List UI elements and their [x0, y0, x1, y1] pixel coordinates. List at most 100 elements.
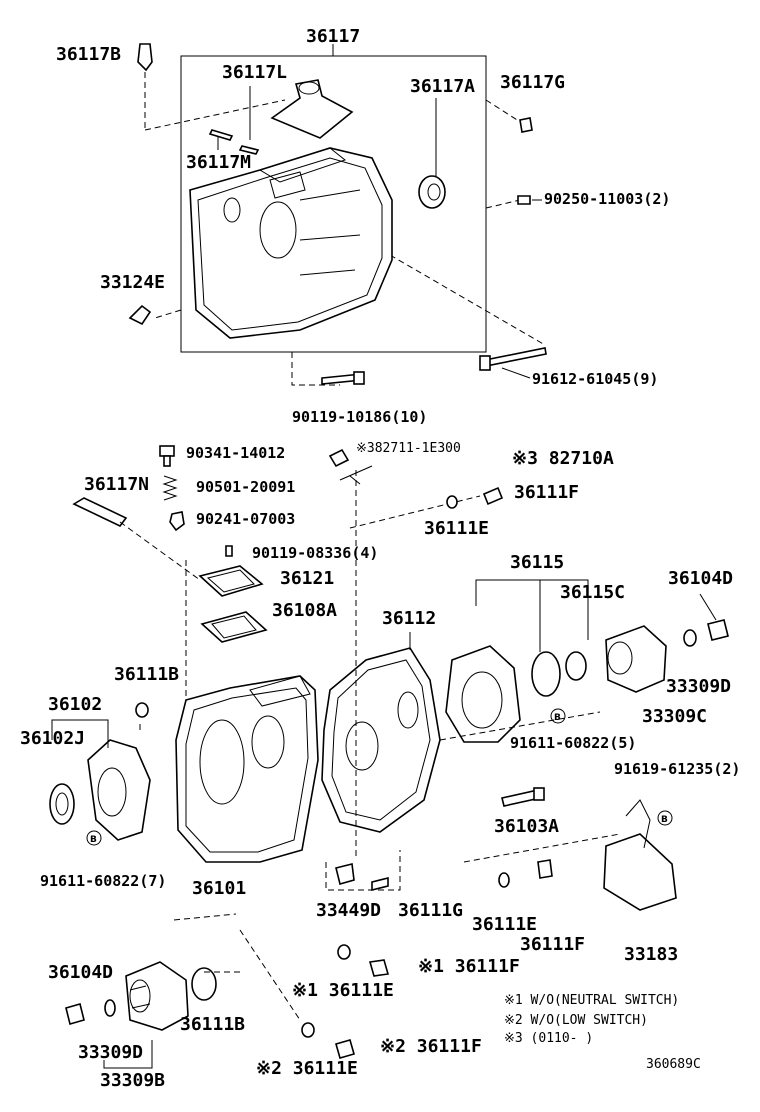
label-36117N: 36117N	[84, 474, 149, 495]
label-36111F-top: 36111F	[514, 482, 579, 503]
nut	[707, 619, 729, 641]
note-1: ※1 W/O(NEUTRAL SWITCH)	[504, 993, 679, 1008]
companion-flange	[605, 625, 667, 693]
label-36117M: 36117M	[186, 152, 251, 173]
label-36104D-right: 36104D	[668, 568, 733, 589]
note-2: ※2 W/O(LOW SWITCH)	[504, 1013, 648, 1028]
label-36117L: 36117L	[222, 62, 287, 83]
label-90241: 90241-07003	[196, 510, 295, 528]
bolt	[159, 445, 175, 457]
label-91611-right: 91611-60822(5)	[510, 734, 636, 752]
label-91619: 91619-61235(2)	[614, 760, 740, 778]
dowel-pin	[517, 195, 531, 205]
nut	[65, 1003, 85, 1025]
label-82711: ※382711-1E300	[356, 441, 461, 456]
label-36102: 36102	[48, 694, 102, 715]
label-91611-left: 91611-60822(7)	[40, 872, 166, 890]
label-36111F-mid: 36111F	[520, 934, 585, 955]
rear-cover	[445, 645, 521, 743]
label-90119-a: 90119-10186(10)	[292, 408, 427, 426]
label-82710A: ※3 82710A	[512, 448, 614, 469]
label-36111E-n1: ※1 36111E	[292, 980, 394, 1001]
pin	[208, 129, 234, 141]
badge-b: B	[550, 708, 566, 724]
screw	[225, 545, 233, 557]
gasket-ring	[135, 702, 149, 718]
transmission-case	[189, 147, 393, 339]
bearing	[565, 651, 587, 681]
gasket-ring	[498, 872, 510, 888]
label-33183: 33183	[624, 944, 678, 965]
label-36111E-n2: ※2 36111E	[256, 1058, 358, 1079]
breather-hose	[72, 497, 128, 528]
label-36108A: 36108A	[272, 600, 337, 621]
label-36117G: 36117G	[500, 72, 565, 93]
label-36111F-n1: ※1 36111F	[418, 956, 520, 977]
label-36111E-mid: 36111E	[472, 914, 537, 935]
label-33124E: 33124E	[100, 272, 165, 293]
seal-ring	[531, 651, 561, 697]
plug	[537, 859, 553, 879]
badge-b: B	[657, 810, 673, 826]
label-36101: 36101	[192, 878, 246, 899]
label-36111F-n2: ※2 36111F	[380, 1036, 482, 1057]
bottom-parts	[65, 929, 390, 1059]
oil-seal	[191, 967, 217, 1001]
bolt	[484, 347, 547, 367]
svg-text:B: B	[554, 713, 561, 723]
extension-housing	[321, 647, 441, 833]
label-36117B: 36117B	[56, 44, 121, 65]
plug	[519, 117, 533, 133]
label-90341: 90341-14012	[186, 444, 285, 462]
label-33309B: 33309B	[100, 1070, 165, 1091]
switch	[328, 448, 350, 468]
label-36117A: 36117A	[410, 76, 475, 97]
label-90119-b: 90119-08336(4)	[252, 544, 378, 562]
label-91612: 91612-61045(9)	[532, 370, 658, 388]
label-36102J: 36102J	[20, 728, 85, 749]
reference-code: 360689C	[646, 1057, 701, 1072]
transmission-case-assembly	[128, 43, 547, 386]
washer	[104, 999, 116, 1017]
spring	[162, 475, 178, 501]
label-36111B-bottom: 36111B	[180, 1014, 245, 1035]
plug	[368, 959, 390, 977]
label-36111G: 36111G	[398, 900, 463, 921]
label-90250: 90250-11003(2)	[544, 190, 670, 208]
cover-plate	[198, 565, 264, 597]
label-36115: 36115	[510, 552, 564, 573]
label-36111B-top: 36111B	[114, 664, 179, 685]
pin	[238, 145, 260, 155]
clip	[128, 304, 152, 326]
label-36103A: 36103A	[494, 816, 559, 837]
gasket-ring	[446, 495, 458, 509]
oil-seal	[418, 175, 446, 209]
label-33309D-right: 33309D	[666, 676, 731, 697]
label-33309C: 33309C	[642, 706, 707, 727]
plug	[482, 486, 504, 506]
breather-plug	[137, 43, 153, 72]
companion-flange	[125, 961, 189, 1031]
label-33309D-left: 33309D	[78, 1042, 143, 1063]
label-36115C: 36115C	[560, 582, 625, 603]
shift-cover	[270, 79, 354, 139]
svg-text:B: B	[90, 835, 97, 845]
gasket-ring	[301, 1022, 315, 1038]
gasket-ring	[337, 944, 351, 960]
middle-parts	[49, 445, 729, 921]
plug-ball	[169, 511, 185, 532]
label-36112: 36112	[382, 608, 436, 629]
pin	[371, 876, 389, 892]
label-33449D: 33449D	[316, 900, 381, 921]
label-36117: 36117	[306, 26, 360, 47]
svg-text:B: B	[661, 815, 668, 825]
plug	[335, 1039, 355, 1059]
transmission-case-front	[175, 675, 319, 863]
label-90501: 90501-20091	[196, 478, 295, 496]
gasket	[200, 611, 268, 643]
washer	[683, 629, 697, 647]
note-3: ※3 (0110- )	[504, 1031, 593, 1046]
badge-b: B	[86, 830, 102, 846]
mount-bracket	[603, 833, 677, 911]
